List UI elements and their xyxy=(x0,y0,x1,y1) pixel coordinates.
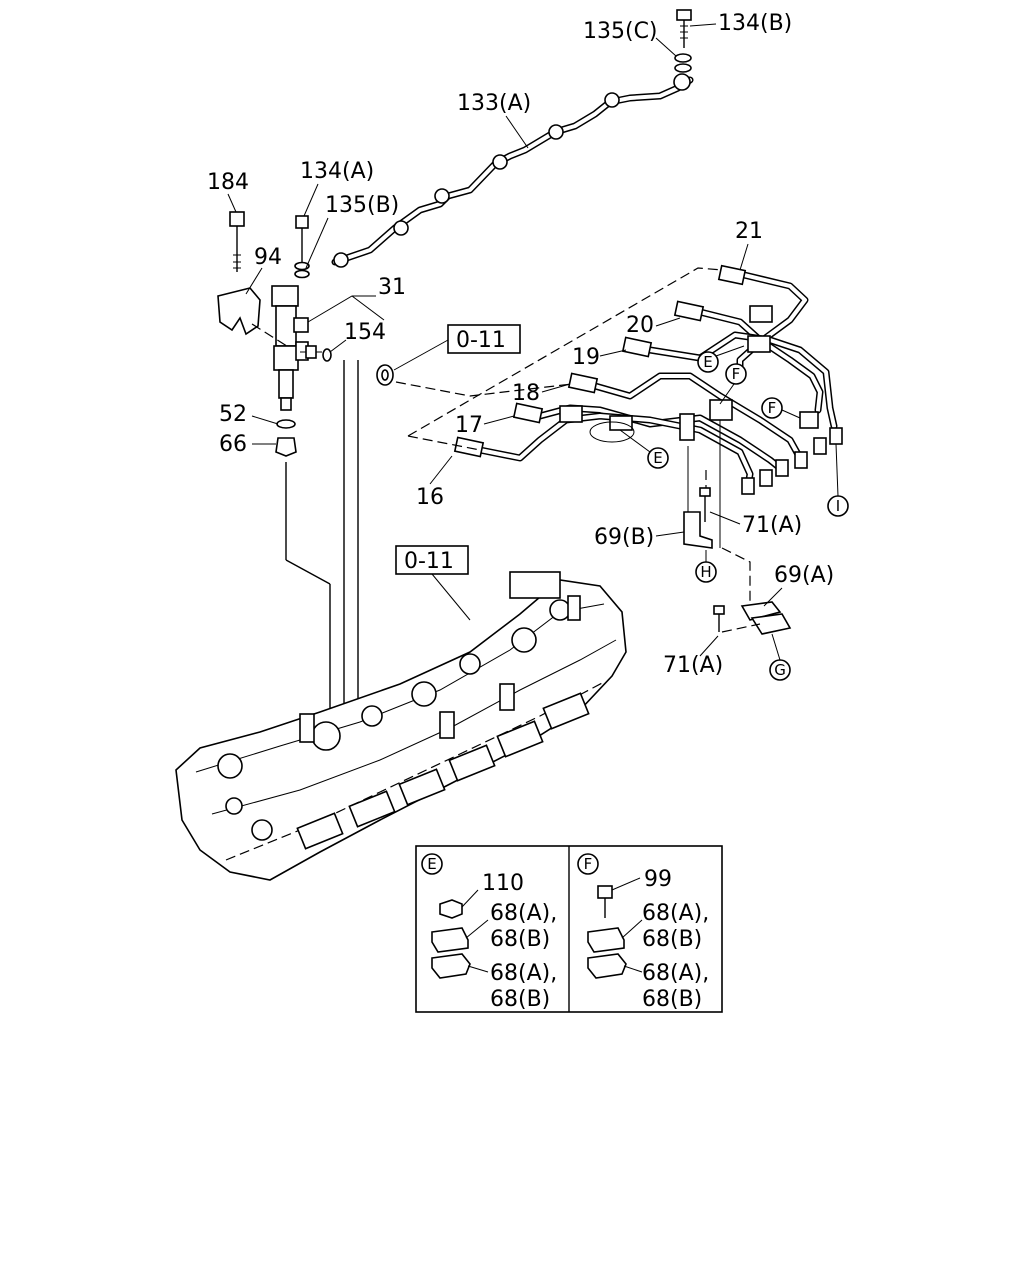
label-69a: 69(A) xyxy=(774,563,834,588)
detail-e-marker xyxy=(421,853,443,875)
detail-f-clip-b1: 68(B) xyxy=(642,927,702,952)
callout-f2: F xyxy=(768,399,777,417)
detail-f-clip-b2: 68(B) xyxy=(642,987,702,1012)
banjo-bolt-134b xyxy=(674,9,692,73)
reference-boxes: 0-11 0-11 xyxy=(393,324,521,621)
label-133a: 133(A) xyxy=(457,91,531,116)
ref-box-1 xyxy=(447,324,521,354)
nut-110 xyxy=(439,899,463,919)
detail-box: E 110 68(A), 68(B) 68(A), 68(B) F 99 68(… xyxy=(415,845,723,1013)
injector-assembly xyxy=(217,211,332,457)
assembly-lines xyxy=(251,267,761,768)
part-labels: 135(C) 134(B) 133(A) 184 134(A) 135(B) 9… xyxy=(207,11,834,678)
detail-f-bolt-label: 99 xyxy=(644,867,672,892)
callouts: E E F F H G I xyxy=(619,345,849,681)
label-134a: 134(A) xyxy=(300,159,374,184)
detail-e-clip-a1: 68(A), xyxy=(490,901,557,926)
ref-box-2 xyxy=(395,545,469,575)
injection-pipes xyxy=(453,264,843,495)
label-16: 16 xyxy=(416,485,444,510)
label-135c: 135(C) xyxy=(583,19,658,44)
ref-box-2-text: 0-11 xyxy=(404,549,454,574)
label-52: 52 xyxy=(219,402,247,427)
label-71a-upper: 71(A) xyxy=(742,513,802,538)
detail-e-clip-b2: 68(B) xyxy=(490,987,550,1012)
callout-h: H xyxy=(700,563,711,581)
label-18: 18 xyxy=(512,381,540,406)
label-134b: 134(B) xyxy=(718,11,792,36)
detail-e-marker-text: E xyxy=(427,855,436,873)
callout-e1: E xyxy=(703,353,712,371)
detail-f-clip-a1: 68(A), xyxy=(642,901,709,926)
leak-off-pipe xyxy=(331,73,694,268)
detail-e-clip-a2: 68(A), xyxy=(490,961,557,986)
label-66: 66 xyxy=(219,432,247,457)
label-154: 154 xyxy=(344,320,386,345)
label-94: 94 xyxy=(254,245,282,270)
callout-f1: F xyxy=(732,365,741,383)
detail-f-marker-text: F xyxy=(584,855,593,873)
label-135b: 135(B) xyxy=(325,193,399,218)
detail-e-clip-b1: 68(B) xyxy=(490,927,550,952)
ref-box-1-text: 0-11 xyxy=(456,328,506,353)
label-31: 31 xyxy=(378,275,406,300)
label-19: 19 xyxy=(572,345,600,370)
label-184: 184 xyxy=(207,170,249,195)
callout-e2: E xyxy=(653,449,662,467)
label-21: 21 xyxy=(735,219,763,244)
cylinder-head xyxy=(175,571,627,881)
label-20: 20 xyxy=(626,313,654,338)
callout-g: G xyxy=(774,661,786,679)
label-69b: 69(B) xyxy=(594,525,654,550)
label-71a-lower: 71(A) xyxy=(663,653,723,678)
label-17: 17 xyxy=(455,413,483,438)
detail-e-nut-label: 110 xyxy=(482,871,524,896)
detail-f-clip-a2: 68(A), xyxy=(642,961,709,986)
detail-f-marker xyxy=(577,853,599,875)
grommet xyxy=(376,364,394,386)
brackets xyxy=(683,487,792,635)
callout-i: I xyxy=(836,497,840,515)
